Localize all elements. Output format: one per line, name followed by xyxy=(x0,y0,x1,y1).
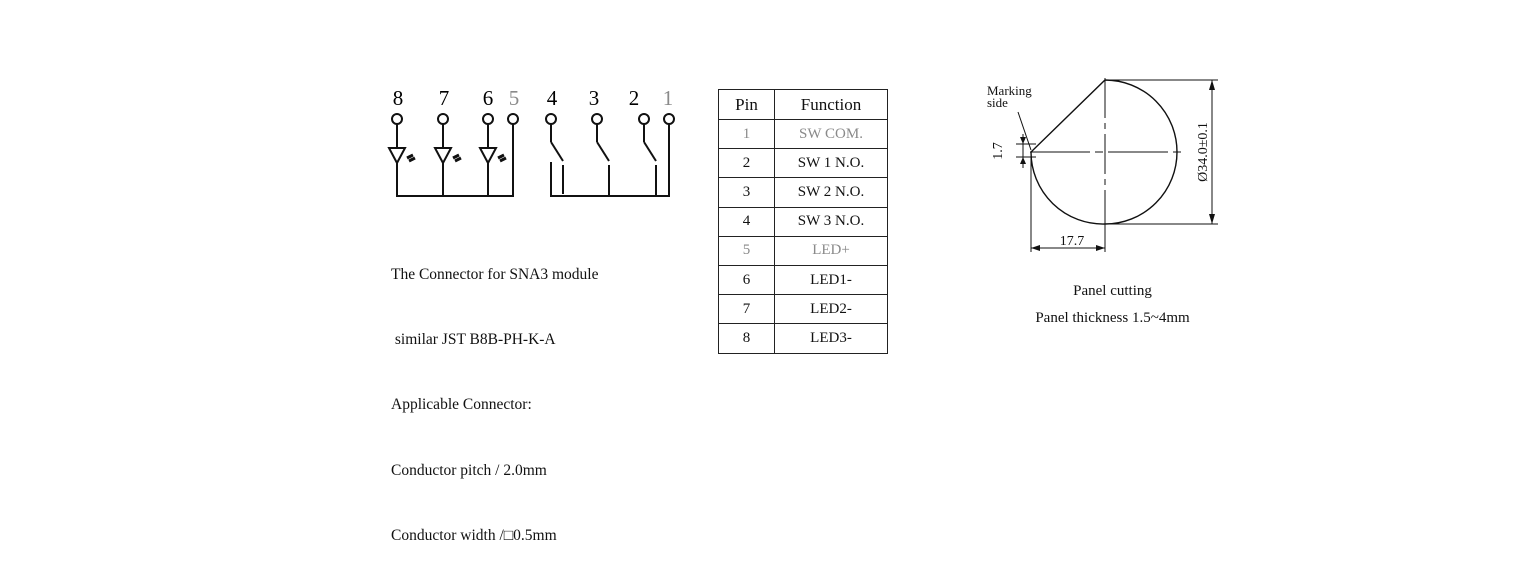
pin-terminal-circle xyxy=(437,113,449,125)
led-light-icon xyxy=(452,153,462,163)
header-pin: Pin xyxy=(718,89,775,120)
arrowhead xyxy=(1209,80,1215,90)
arrowhead xyxy=(1096,245,1105,251)
pin-function-cell: LED1- xyxy=(774,264,888,296)
arrowhead xyxy=(1031,245,1040,251)
pin-number-cell: 1 xyxy=(718,118,775,150)
note-line: Conductor pitch / 2.0mm xyxy=(391,461,547,479)
led-diode-symbol xyxy=(387,147,407,166)
connector-notes: The Connector for SNA3 module similar JS… xyxy=(391,220,599,569)
table-header-row: Pin Function xyxy=(718,89,888,120)
pin-terminal-circle xyxy=(507,113,519,125)
dimension-flat: 1.7 xyxy=(991,142,1006,160)
panel-thickness-caption: Panel thickness 1.5~4mm xyxy=(1035,310,1190,326)
led-common-bus xyxy=(396,194,514,197)
led-light-icon xyxy=(406,153,416,163)
dimension-diameter: Ø34.0±0.1 xyxy=(1196,122,1211,182)
header-function: Function xyxy=(774,89,888,120)
marking-side-label: side xyxy=(987,95,1008,110)
pin-number-cell: 3 xyxy=(718,177,775,208)
panel-cutting-drawing: Ø34.0±0.1 17.7 1.7 Marking side xyxy=(987,78,1218,252)
note-line: similar JST B8B-PH-K-A xyxy=(391,330,556,348)
switch-contact xyxy=(596,141,610,162)
arrowhead xyxy=(1020,137,1026,144)
led-light-icon xyxy=(497,153,507,163)
pin-function-cell: LED2- xyxy=(774,294,888,325)
pin-terminal-circle xyxy=(663,113,675,125)
marking-leader-line xyxy=(1017,111,1032,151)
pin-terminal-circle xyxy=(545,113,557,125)
led-diode-symbol xyxy=(478,147,498,166)
panel-caption: Panel cutting xyxy=(1073,283,1152,299)
pin-function-cell: SW 3 N.O. xyxy=(774,206,888,237)
arrowhead xyxy=(1020,157,1026,164)
pin-number-cell: 4 xyxy=(718,206,775,237)
pin-number-label: 5 xyxy=(509,86,520,110)
pin-terminal-circle xyxy=(591,113,603,125)
pin-number-label: 2 xyxy=(629,86,640,110)
pin-number-cell: 7 xyxy=(718,294,775,325)
marking-side-label: Marking xyxy=(987,83,1032,98)
pin-number-cell: 5 xyxy=(718,235,775,266)
pin-function-cell: LED3- xyxy=(774,323,888,354)
pin-function-cell: SW 1 N.O. xyxy=(774,148,888,179)
pin-number-label: 6 xyxy=(483,86,494,110)
panel-cutout-outline xyxy=(1030,79,1178,225)
pin-number-label: 3 xyxy=(589,86,600,110)
pin-function-cell: LED+ xyxy=(774,235,888,266)
dimension-width: 17.7 xyxy=(1060,234,1085,249)
pin-function-cell: SW 2 N.O. xyxy=(774,177,888,208)
pin-number-label: 8 xyxy=(393,86,404,110)
led-diode-symbol xyxy=(433,147,453,166)
wiring-symbols xyxy=(387,113,675,197)
pin-number-label: 4 xyxy=(547,86,558,110)
switch-contact xyxy=(550,141,564,162)
pin-terminal-circle xyxy=(482,113,494,125)
pin-number-label: 7 xyxy=(439,86,450,110)
pin-function-cell: SW COM. xyxy=(774,118,888,150)
switch-contact xyxy=(643,141,657,162)
note-line: Conductor width /□0.5mm xyxy=(391,527,557,545)
note-line: The Connector for SNA3 module xyxy=(391,265,599,283)
pin-number-cell: 8 xyxy=(718,323,775,354)
pin-number-cell: 6 xyxy=(718,264,775,296)
pin-number-label: 1 xyxy=(663,86,674,110)
arrowhead xyxy=(1209,214,1215,224)
note-line: Applicable Connector: xyxy=(391,396,532,414)
pin-terminal-circle xyxy=(391,113,403,125)
pin-number-cell: 2 xyxy=(718,148,775,179)
pin-terminal-circle xyxy=(638,113,650,125)
